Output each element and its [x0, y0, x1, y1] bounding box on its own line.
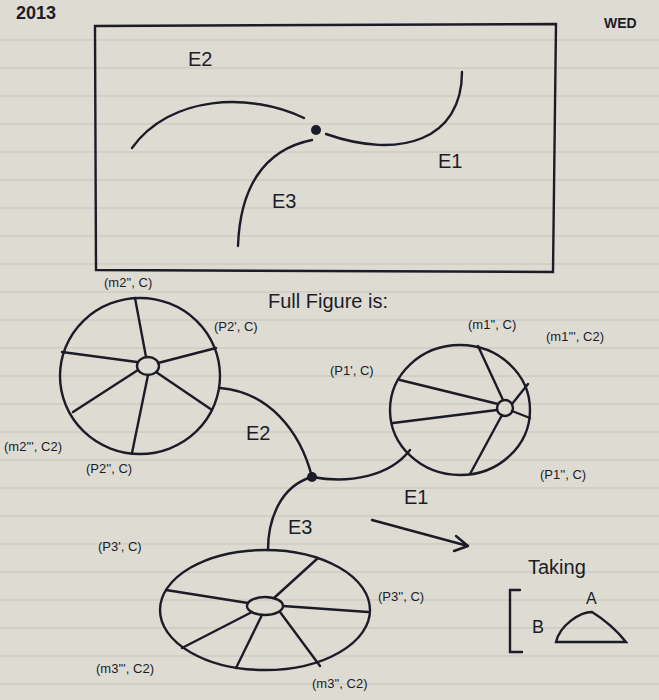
triangle: [556, 612, 626, 642]
point-label: (P1', C): [330, 364, 374, 378]
circle: [60, 298, 220, 454]
curve: [268, 477, 312, 550]
ruled-lines: [0, 40, 659, 684]
day-note: WED: [604, 16, 637, 31]
bracket: [510, 590, 522, 652]
point-label: (P3'', C): [378, 590, 424, 604]
note-text: Taking: [528, 556, 586, 578]
point-label: (P1'', C): [540, 468, 586, 482]
point-label: (P3', C): [98, 540, 142, 554]
curve-label: E2: [188, 48, 212, 70]
arrow: [372, 520, 468, 551]
spokes: [62, 298, 216, 453]
point-label: (m3''', C2): [96, 662, 154, 676]
point-label: (m3'', C2): [312, 677, 368, 691]
year-note: 2013: [16, 4, 56, 24]
curve-label: E1: [404, 486, 428, 508]
point-label: (m2''', C2): [4, 440, 62, 454]
spokes: [393, 346, 530, 474]
circle: [390, 345, 530, 475]
curve: [220, 388, 312, 477]
curve-label: E3: [272, 190, 296, 212]
curve-label: E3: [288, 516, 312, 538]
curve: [132, 102, 304, 148]
point-label: (m1'', C): [468, 318, 516, 332]
curve: [326, 72, 462, 145]
vertex-label: A: [586, 590, 597, 608]
heading-note: Full Figure is:: [268, 290, 388, 312]
point-label: (P2', C): [214, 320, 258, 334]
curve: [238, 140, 312, 246]
point-label: (m1''', C2): [546, 330, 604, 344]
junction-dot: [307, 472, 317, 482]
point-label: (m2'', C): [104, 276, 152, 290]
curve: [312, 450, 410, 479]
ink-drawing: [60, 24, 626, 670]
frame-box: [95, 24, 556, 272]
vertex-label: B: [532, 618, 544, 638]
circle: [160, 550, 370, 670]
curve-label: E1: [438, 150, 462, 172]
spokes: [166, 558, 368, 668]
inner-circle: [497, 400, 513, 416]
junction-dot: [311, 125, 321, 135]
point-label: (P2'', C): [86, 462, 132, 476]
curve-label: E2: [246, 422, 270, 444]
